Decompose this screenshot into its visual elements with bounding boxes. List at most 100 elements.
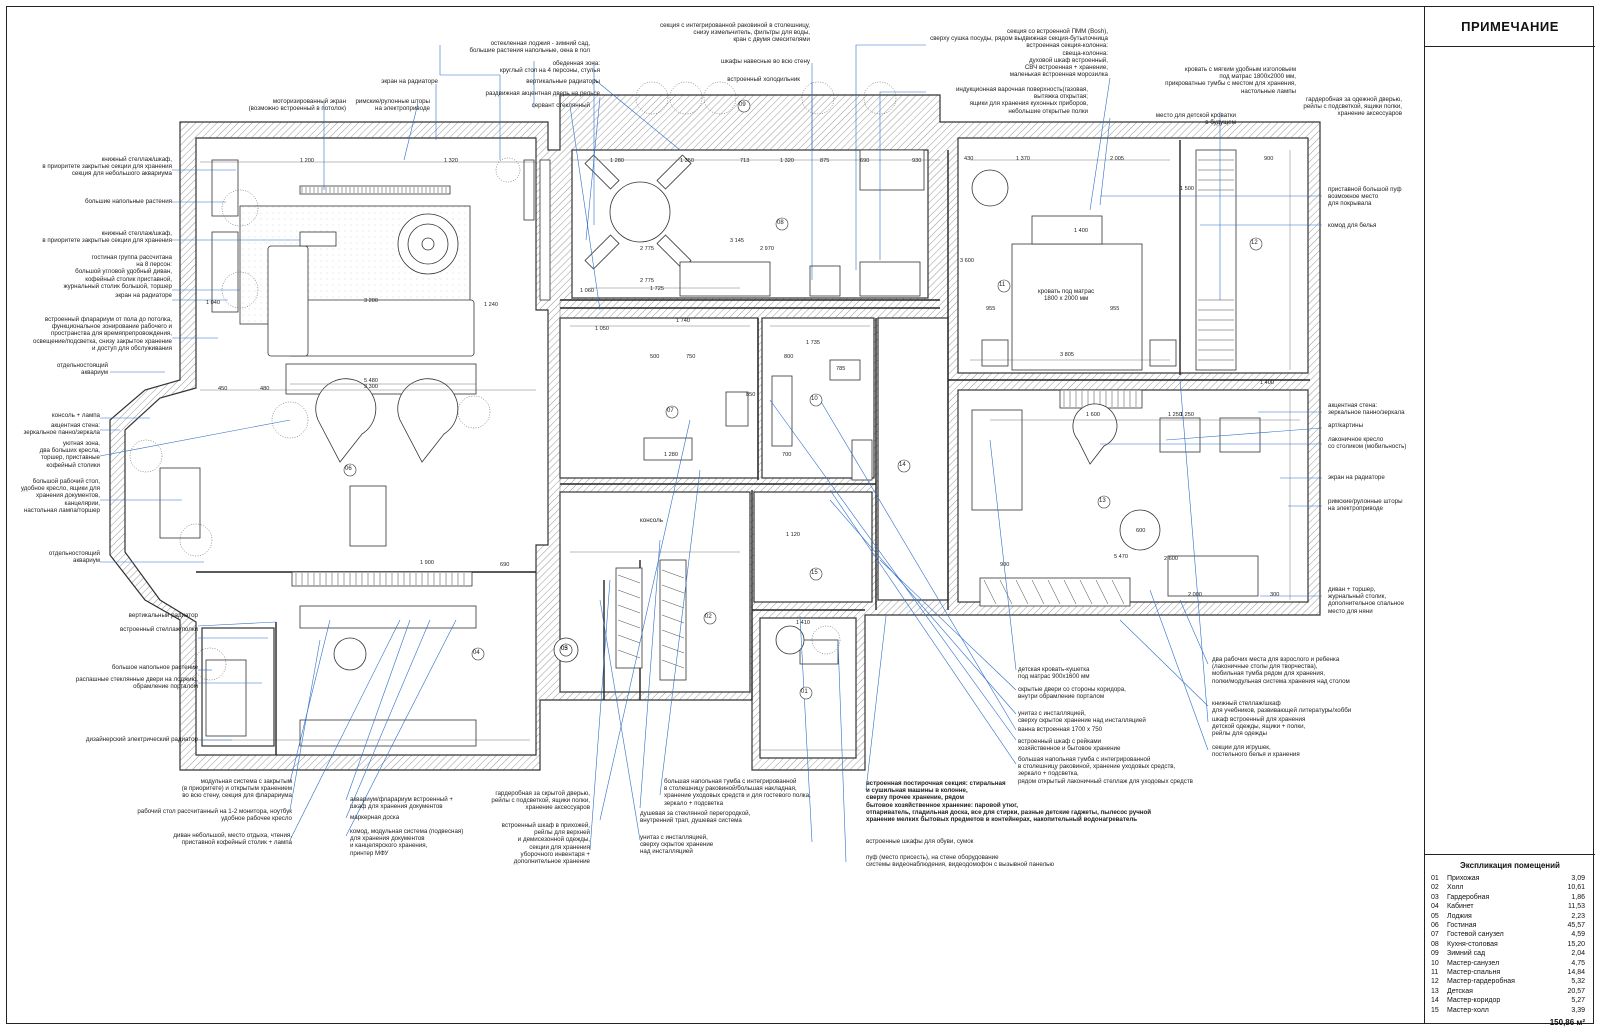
annotation: скрытые двери со стороны коридора, внутр… bbox=[1018, 686, 1126, 701]
annotation: экран на радиаторе bbox=[1328, 474, 1385, 481]
dimension-value: 450 bbox=[218, 386, 228, 392]
legend-area: 3,09 bbox=[1571, 875, 1585, 882]
dimension-value: 700 bbox=[782, 452, 792, 458]
annotation: акцентная стена: зеркальное панно/зеркал… bbox=[1328, 402, 1405, 417]
dimension-value: 5 480 bbox=[364, 378, 378, 384]
dimension-value: 3 300 bbox=[364, 384, 378, 390]
annotation: распашные стеклянные двери на лоджию, об… bbox=[75, 676, 198, 691]
dimension-value: 1 725 bbox=[650, 286, 664, 292]
dimension-value: 1 320 bbox=[780, 158, 794, 164]
dimension-value: 800 bbox=[784, 354, 794, 360]
legend-name: Кабинет bbox=[1447, 903, 1474, 911]
dimension-lines bbox=[200, 150, 1300, 751]
dimension-value: 2 005 bbox=[1110, 156, 1124, 162]
legend-name: Мастер-холл bbox=[1447, 1006, 1489, 1014]
annotation: римские/рулонные шторы на электроприводе bbox=[1328, 498, 1403, 513]
annotation: пуф (место присесть), на стене оборудова… bbox=[866, 854, 1055, 869]
legend-area: 10,61 bbox=[1567, 884, 1585, 892]
annotation: арт/картины bbox=[1328, 422, 1364, 429]
dimension-value: 2 775 bbox=[640, 246, 654, 252]
dimension-value: 1 200 bbox=[300, 158, 314, 164]
dimension-value: 713 bbox=[740, 158, 750, 164]
room-number: 15 bbox=[811, 570, 818, 576]
annotation: гардеробная за скрытой дверью, рейлы с п… bbox=[491, 790, 590, 812]
dimension-value: 930 bbox=[912, 158, 922, 164]
legend-total: 150,86 м² bbox=[1549, 1018, 1585, 1028]
annotation: большие напольные растения bbox=[84, 198, 172, 205]
legend-area: 15,20 bbox=[1567, 940, 1585, 948]
dimension-value: 600 bbox=[1136, 528, 1146, 534]
room-number: 11 bbox=[999, 282, 1006, 288]
annotation: комод для белья bbox=[1328, 222, 1377, 229]
console-note: консоль bbox=[640, 517, 663, 524]
annotation: два рабочих места для взрослого и ребенк… bbox=[1212, 656, 1350, 685]
dimension-value: 955 bbox=[986, 306, 996, 312]
legend-num: 13 bbox=[1431, 987, 1439, 995]
annotation: гостиная группа рассчитана на 8 персон: … bbox=[63, 254, 172, 290]
room-number: 13 bbox=[1099, 498, 1106, 504]
dimension-value: 1 240 bbox=[484, 302, 498, 308]
legend-num: 01 bbox=[1431, 875, 1439, 882]
dimension-value: 1 060 bbox=[580, 288, 594, 294]
legend-area: 1,86 bbox=[1571, 893, 1585, 901]
room-number: 05 bbox=[561, 646, 568, 652]
legend-name: Гостевой санузел bbox=[1447, 931, 1504, 939]
legend-num: 07 bbox=[1431, 931, 1439, 939]
annotation: унитаз с инсталляцией, сверху скрытое хр… bbox=[1018, 710, 1146, 725]
annotation: приставной большой пуф возможное место д… bbox=[1328, 186, 1402, 208]
annotation: встроенный шкаф в прихожей, рейлы для ве… bbox=[501, 822, 590, 866]
annotation: встроенные шкафы для обуви, сумок bbox=[866, 838, 974, 845]
annotation: диван небольшой, место отдыха, чтения, п… bbox=[173, 832, 292, 847]
room-number: 06 bbox=[345, 466, 352, 472]
legend-area: 11,53 bbox=[1568, 903, 1585, 911]
legend-title: Экспликация помещений bbox=[1460, 861, 1560, 870]
legend-num: 11 bbox=[1431, 969, 1439, 977]
annotation: отдельностоящий аквариум bbox=[48, 550, 100, 565]
dimension-value: 2 775 bbox=[640, 278, 654, 284]
annotation: маркерная доска bbox=[350, 814, 400, 821]
room-number: 07 bbox=[667, 408, 674, 414]
dimension-value: 850 bbox=[746, 392, 756, 398]
legend-name: Гардеробная bbox=[1447, 893, 1490, 901]
annotation: большая напольная тумба с интегрированно… bbox=[664, 778, 811, 807]
annotation: встроенный стеллаж/полки bbox=[120, 626, 198, 633]
dimension-value: 5 470 bbox=[1114, 554, 1128, 560]
annotation: шкаф встроенный для хранения детской оде… bbox=[1212, 716, 1306, 738]
annotation: книжный стеллаж/шкаф, в приоритете закры… bbox=[42, 230, 172, 245]
legend-name: Мастер-коридор bbox=[1447, 997, 1501, 1005]
dimension-value: 500 bbox=[650, 354, 660, 360]
legend-num: 04 bbox=[1431, 903, 1439, 911]
dimension-value: 1 050 bbox=[595, 326, 609, 332]
annotation: детская кровать-кушетка под матрас 900x1… bbox=[1018, 666, 1090, 681]
annotation: шкафы навесные во всю стену bbox=[721, 58, 810, 65]
legend-area: 4,75 bbox=[1571, 959, 1585, 967]
annotation: индукционная варочная поверхность(газова… bbox=[955, 86, 1088, 115]
annotation: кровать с мягким удобным изголовьем под … bbox=[1165, 66, 1296, 95]
legend-area: 45,57 bbox=[1567, 922, 1585, 930]
annotation: встроенный холодильник bbox=[727, 76, 800, 83]
annotation: большой рабочий стол, удобное кресло, ящ… bbox=[20, 478, 100, 514]
annotation: раздвижная акцентная дверь на рельсе bbox=[485, 90, 600, 97]
legend-name: Мастер-гардеробная bbox=[1447, 978, 1515, 986]
annotation: секция с интегрированной раковиной в сто… bbox=[659, 22, 810, 44]
legend-name: Мастер-санузел bbox=[1447, 959, 1500, 967]
dimension-value: 1 735 bbox=[806, 340, 820, 346]
legend-area: 4,59 bbox=[1571, 931, 1585, 939]
dimension-value: 430 bbox=[964, 156, 974, 162]
dimension-value: 1 600 bbox=[1086, 412, 1100, 418]
legend-area: 2,23 bbox=[1571, 912, 1585, 920]
bed-dimension-note: кровать под матрас 1800 x 2000 мм bbox=[1038, 288, 1095, 303]
dimension-value: 1 400 bbox=[1074, 228, 1088, 234]
dimension-value: 1 500 bbox=[1180, 186, 1194, 192]
legend-num: 12 bbox=[1431, 978, 1439, 986]
annotation: экран на радиаторе bbox=[115, 292, 172, 299]
annotation: встроенный шкаф с рейками хозяйственное … bbox=[1018, 738, 1121, 753]
annotation: уютная зона, два больших кресла, торшер,… bbox=[39, 440, 100, 469]
